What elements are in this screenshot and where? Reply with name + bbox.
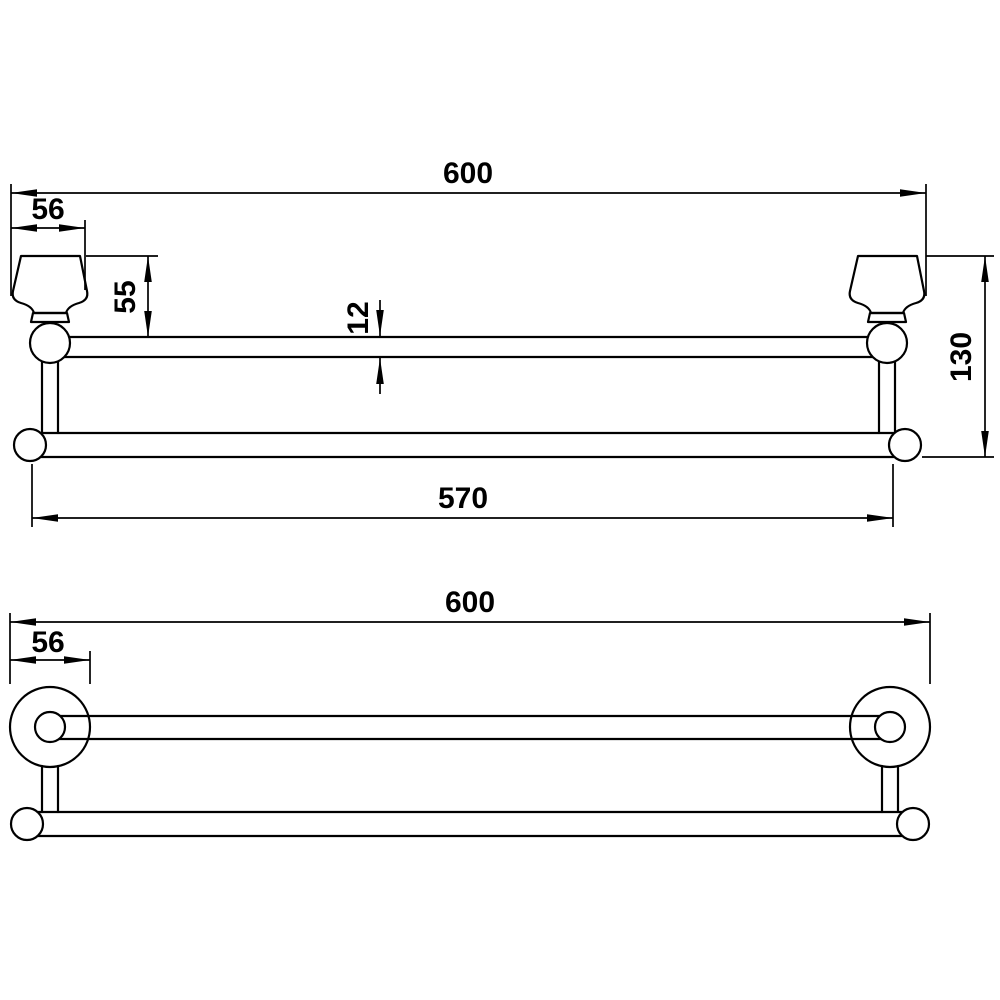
bottom-rail-right-ball-front xyxy=(895,806,931,842)
right-bracket-collar xyxy=(866,311,908,324)
dim-flange-diameter: 56 xyxy=(10,626,91,684)
bottom-rail-right-ball xyxy=(887,427,923,463)
dim-overall-depth: 130 xyxy=(922,255,994,458)
dim-bracket-width: 56 xyxy=(11,193,86,290)
right-post xyxy=(877,353,897,435)
top-view: 600 56 55 12 130 570 xyxy=(10,157,994,527)
left-upper-ball xyxy=(28,321,72,365)
top-rail-front xyxy=(48,714,892,741)
dim-label-flange-diameter: 56 xyxy=(31,626,64,659)
dim-overall-length-front: 600 xyxy=(9,586,931,684)
right-upper-ball xyxy=(865,321,909,365)
dim-label-wall-to-rail: 55 xyxy=(109,280,142,313)
bottom-rail-left-ball xyxy=(12,427,48,463)
dim-label-bracket-width: 56 xyxy=(31,193,64,226)
bottom-rail-left-ball-front xyxy=(9,806,45,842)
dim-label-overall-depth: 130 xyxy=(945,332,978,382)
dim-rail-span: 570 xyxy=(31,464,894,527)
dim-wall-to-rail: 55 xyxy=(86,255,158,337)
left-post-front xyxy=(40,764,60,814)
front-view-part xyxy=(8,685,932,842)
bottom-rail xyxy=(30,431,905,459)
top-view-part xyxy=(11,254,926,463)
dim-rail-diameter: 12 xyxy=(342,300,384,394)
left-bracket-collar xyxy=(29,311,71,324)
dim-label-overall-length-top: 600 xyxy=(443,157,493,190)
bottom-rail-front xyxy=(28,810,912,838)
dim-label-rail-span: 570 xyxy=(438,482,488,515)
left-flange-hub xyxy=(33,710,67,744)
dim-label-rail-diameter: 12 xyxy=(342,301,375,334)
top-rail xyxy=(50,335,887,359)
right-post-front xyxy=(880,764,900,814)
right-bracket-escutcheon xyxy=(848,254,926,315)
front-view: 600 56 xyxy=(8,586,932,842)
dim-label-overall-length-front: 600 xyxy=(445,586,495,619)
left-bracket-escutcheon xyxy=(11,254,89,315)
right-flange-hub xyxy=(873,710,907,744)
left-post xyxy=(40,353,60,435)
dim-overall-length-top: 600 xyxy=(10,157,927,296)
